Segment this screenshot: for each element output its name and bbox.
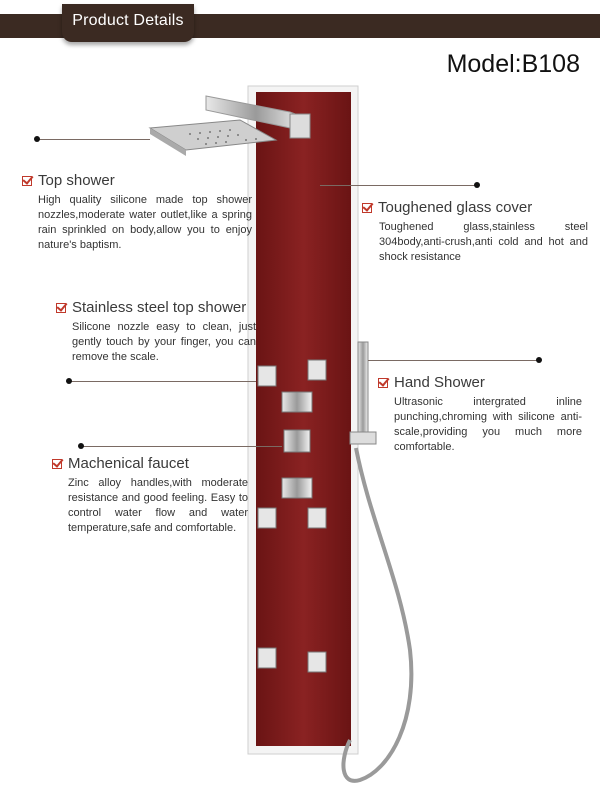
callout-steel-top-shower: Stainless steel top shower Silicone nozz… (56, 299, 256, 365)
callout-faucet: Machenical faucet Zinc alloy handles,wit… (52, 455, 248, 536)
top-shower-leader-line (38, 139, 150, 140)
check-icon (22, 176, 32, 186)
glass-cover-dot (474, 182, 480, 188)
callout-title: Hand Shower (394, 374, 485, 391)
callout-glass-cover: Toughened glass cover Toughened glass,st… (362, 199, 588, 265)
callout-hand-shower: Hand Shower Ultrasonic intergrated inlin… (378, 374, 582, 455)
glass-cover-leader-line (320, 185, 478, 186)
callout-desc: Ultrasonic intergrated inline punching,c… (394, 396, 582, 453)
hand-shower-leader-line (368, 360, 540, 361)
steel-top-shower-leader-line (70, 381, 256, 382)
check-icon (378, 378, 388, 388)
callout-desc: Zinc alloy handles,with moderate resista… (68, 477, 248, 534)
check-icon (52, 459, 62, 469)
faucet-leader-line (82, 446, 282, 447)
check-icon (362, 203, 372, 213)
callout-title: Machenical faucet (68, 455, 189, 472)
hand-shower-dot (536, 357, 542, 363)
callout-title: Toughened glass cover (378, 199, 533, 216)
header-tab (62, 4, 194, 42)
page-title: Product Details (72, 12, 184, 29)
callout-desc: High quality silicone made top shower no… (38, 194, 252, 251)
callout-desc: Silicone nozzle easy to clean, just gent… (72, 321, 256, 363)
callout-desc: Toughened glass,stainless steel 304body,… (379, 221, 588, 263)
check-icon (56, 303, 66, 313)
top-shower-dot (34, 136, 40, 142)
callout-top-shower: Top shower High quality silicone made to… (22, 172, 252, 253)
model-number: Model:B108 (446, 50, 580, 78)
callout-title: Stainless steel top shower (72, 299, 247, 316)
steel-top-shower-dot (66, 378, 72, 384)
faucet-dot (78, 443, 84, 449)
callout-title: Top shower (38, 172, 115, 189)
